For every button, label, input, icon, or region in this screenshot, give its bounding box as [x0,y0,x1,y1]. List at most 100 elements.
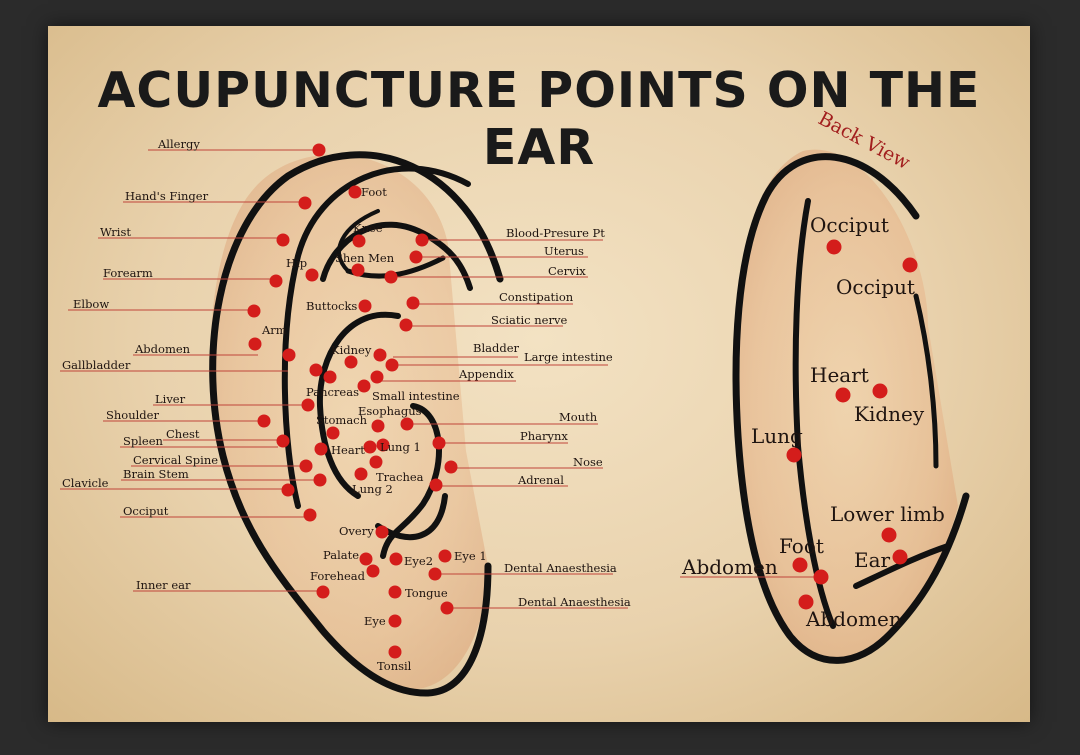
label-spleen: Spleen [123,434,164,448]
back-label-lung: Lung [751,424,803,448]
label-lung-1: Lung 1 [380,440,421,454]
label-mouth: Mouth [559,410,598,424]
acupuncture-point [299,459,313,473]
acupuncture-point [406,296,420,310]
acupuncture-point [399,318,413,332]
acupuncture-point [373,348,387,362]
acupuncture-point [872,383,888,399]
acupuncture-point [388,645,402,659]
label-abdomen: Abdomen [134,342,191,356]
label-palate: Palate [323,548,359,562]
label-kidney: Kidney [331,343,372,357]
acupuncture-point [276,434,290,448]
back-label-occiput-2: Occiput [836,275,915,299]
label-shen-men: Shen Men [335,251,395,265]
acupuncture-point [388,614,402,628]
label-buttocks: Buttocks [306,299,357,313]
label-cervical-spine: Cervical Spine [133,453,218,467]
acupuncture-point [415,233,429,247]
front-labels-inner: Foot Knee Hip Shen Men Buttocks Arm Kidn… [261,185,487,673]
label-tonsil: Tonsil [377,659,412,673]
label-forehead: Forehead [310,569,366,583]
acupuncture-point [376,438,390,452]
label-trachea: Trachea [376,470,424,484]
back-label-abdomen-2: Abdomen [805,607,902,631]
label-eye1: Eye 1 [454,549,487,563]
back-label-abdomen-1: Abdomen [681,555,778,579]
front-labels-left: Allergy Hand's Finger Wrist Forearm Elbo… [62,137,218,592]
acupuncture-point [432,436,446,450]
acupuncture-point [384,270,398,284]
acupuncture-point [826,239,842,255]
label-eye: Eye [364,614,386,628]
back-ear-skin [735,149,958,662]
acupuncture-point [429,478,443,492]
acupuncture-point [313,473,327,487]
acupuncture-point [369,455,383,469]
label-arm: Arm [261,323,287,337]
front-superior-crus [337,209,380,273]
label-hip: Hip [286,256,307,270]
label-blood-pressure: Blood-Presure Pt [506,226,605,240]
label-inner-ear: Inner ear [136,578,191,592]
acupuncture-point [409,250,423,264]
back-ear [732,149,970,664]
label-elbow: Elbow [73,297,109,311]
back-label-foot: Foot [779,534,824,558]
label-pharynx: Pharynx [520,429,568,443]
label-brain-stem: Brain Stem [123,467,189,481]
back-points [786,239,918,610]
label-hands-finger: Hand's Finger [125,189,209,203]
front-points [247,143,458,659]
front-helix-outline [209,151,504,697]
label-heart: Heart [331,443,365,457]
back-label-kidney: Kidney [854,402,925,426]
label-adrenal: Adrenal [517,473,564,487]
acupuncture-point [247,304,261,318]
acupuncture-point [388,585,402,599]
acupuncture-point [428,567,442,581]
acupuncture-point [269,274,283,288]
back-ear-root-curve [853,543,951,589]
label-tongue: Tongue [405,586,448,600]
acupuncture-point [352,234,366,248]
front-ear [209,151,504,697]
acupuncture-point [366,564,380,578]
acupuncture-point [444,460,458,474]
label-sciatic-nerve: Sciatic nerve [491,313,567,327]
label-small-intestine: Small intestine [372,389,460,403]
poster: ACUPUNCTURE POINTS ON THE EAR [48,26,1030,722]
acupuncture-point [813,569,829,585]
acupuncture-point [902,257,918,273]
acupuncture-point [301,398,315,412]
acupuncture-point [326,426,340,440]
acupuncture-point [357,379,371,393]
label-esophagus: Esophagus [358,404,422,418]
acupuncture-point [276,233,290,247]
acupuncture-point [371,419,385,433]
acupuncture-point [303,508,317,522]
label-bladder: Bladder [473,341,520,355]
acupuncture-point [305,268,319,282]
back-label-occiput-1: Occiput [810,213,889,237]
ear-diagram: Allergy Hand's Finger Wrist Forearm Elbo… [60,107,970,697]
acupuncture-point [370,370,384,384]
acupuncture-point [316,585,330,599]
back-label-heart: Heart [810,363,869,387]
acupuncture-point [314,442,328,456]
acupuncture-point [440,601,454,615]
acupuncture-point [358,299,372,313]
poster-title: ACUPUNCTURE POINTS ON THE EAR [97,62,981,176]
label-clavicle: Clavicle [62,476,109,490]
label-large-intestine: Large intestine [524,350,613,364]
front-ear-skin [210,154,488,690]
acupuncture-point [348,185,362,199]
label-chest: Chest [166,427,200,441]
acupuncture-point [835,387,851,403]
acupuncture-point [354,467,368,481]
acupuncture-point [312,143,326,157]
label-lung-2: Lung 2 [352,482,393,496]
acupuncture-point [786,447,802,463]
label-pancreas: Pancreas [306,385,359,399]
label-allergy: Allergy [157,137,200,151]
